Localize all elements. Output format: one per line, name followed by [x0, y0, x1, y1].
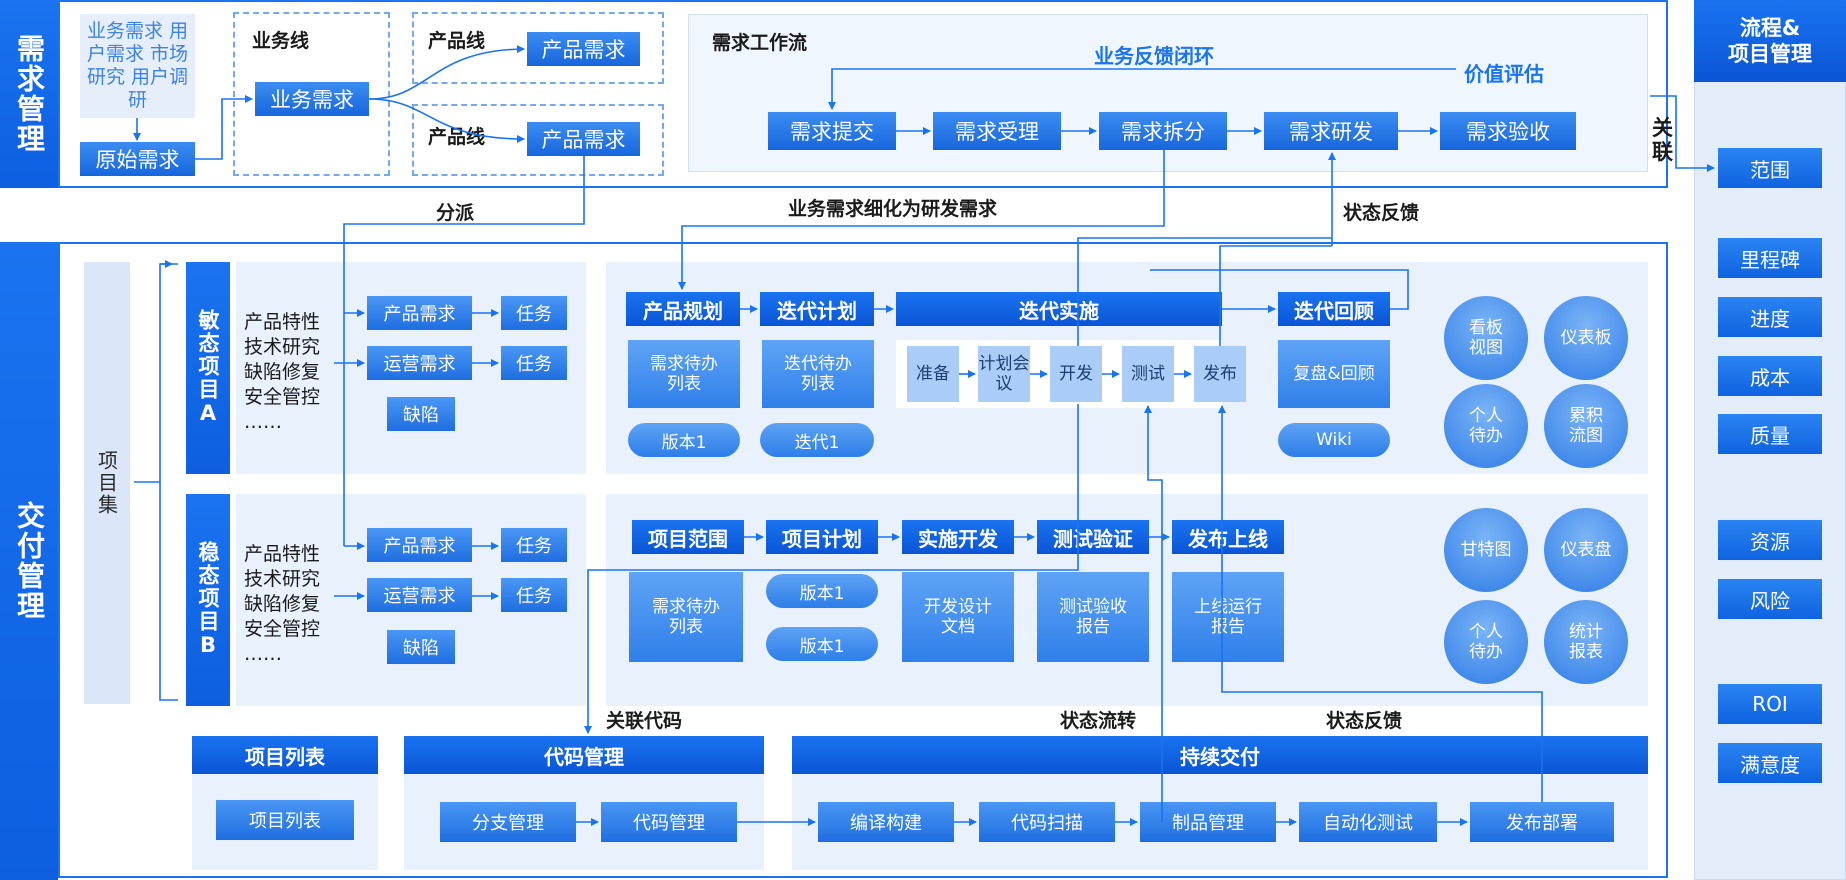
delivery-mgmt-title: 交付管理	[0, 242, 58, 880]
status-feedback-top-label: 状态反馈	[1343, 202, 1420, 224]
cd-step-autotest: 自动化测试	[1299, 802, 1437, 842]
agile-wiki-pill: Wiki	[1278, 423, 1390, 457]
agile-head-iteration-review: 迭代回顾	[1278, 292, 1390, 326]
agile-product-req: 产品需求	[367, 296, 472, 330]
raw-requirement-box: 原始需求	[80, 142, 195, 176]
link-code-label: 关联代码	[606, 710, 683, 732]
personal-todo-circle-stable: 个人 待办	[1444, 600, 1528, 684]
relation-label: 关 联	[1652, 116, 1673, 164]
stable-head-develop: 实施开发	[902, 520, 1014, 554]
kanban-view-circle: 看板 视图	[1444, 296, 1528, 380]
workflow-step-acceptance: 需求验收	[1440, 112, 1576, 150]
business-requirement-box: 业务需求	[255, 82, 369, 116]
stable-head-test: 测试验证	[1037, 520, 1149, 554]
value-evaluation-label: 价值评估	[1464, 62, 1544, 86]
business-line-label: 业务线	[252, 30, 310, 52]
cd-step-build: 编译构建	[818, 802, 954, 842]
stable-project-items: 产品特性 技术研究 缺陷修复 安全管控 ……	[244, 543, 321, 665]
dashboard-circle-agile: 仪表板	[1544, 296, 1628, 380]
stable-head-scope: 项目范围	[632, 520, 744, 554]
stable-version-pill-1: 版本1	[766, 574, 878, 608]
cd-step-artifact: 制品管理	[1140, 802, 1276, 842]
workflow-step-split: 需求拆分	[1099, 112, 1227, 150]
gantt-circle: 甘特图	[1444, 508, 1528, 592]
dashboard-circle-stable: 仪表盘	[1544, 508, 1628, 592]
project-set-box: 项目集	[84, 262, 130, 704]
statistics-report-circle: 统计 报表	[1544, 600, 1628, 684]
stage-develop: 开发	[1050, 346, 1102, 402]
agile-ops-req: 运营需求	[367, 346, 472, 380]
stage-planning-meeting: 计划会 议	[978, 346, 1030, 402]
stage-prepare: 准备	[907, 346, 959, 402]
stable-head-plan: 项目计划	[766, 520, 878, 554]
product-line-group-1	[412, 12, 664, 84]
test-acceptance-report-tile: 测试验收 报告	[1037, 572, 1149, 662]
side-item-milestone: 里程碑	[1718, 238, 1822, 278]
requirement-mgmt-title: 需求管理	[0, 0, 58, 188]
requirement-workflow-title: 需求工作流	[712, 32, 808, 54]
dev-design-doc-tile: 开发设计 文档	[902, 572, 1014, 662]
agile-version-pill: 版本1	[628, 423, 740, 457]
stable-task-1: 任务	[501, 528, 567, 562]
stable-version-pill-2: 版本1	[766, 627, 878, 661]
product-requirement-box-1: 产品需求	[527, 32, 640, 66]
side-item-quality: 质量	[1718, 414, 1822, 454]
stable-backlog-tile: 需求待办 列表	[629, 572, 743, 662]
agile-backlog-tile: 需求待办 列表	[628, 340, 740, 408]
agile-head-product-planning: 产品规划	[626, 292, 740, 326]
side-item-resource: 资源	[1718, 520, 1822, 560]
cd-step-scan: 代码扫描	[979, 802, 1115, 842]
stable-defect: 缺陷	[387, 630, 455, 664]
branch-mgmt-box: 分支管理	[440, 802, 576, 842]
cd-step-deploy: 发布部署	[1470, 802, 1614, 842]
agile-iteration-pill: 迭代1	[760, 423, 874, 457]
agile-project-title: 敏态项目A	[186, 262, 230, 474]
product-line-label-2: 产品线	[428, 126, 486, 148]
side-item-satisfaction: 满意度	[1718, 743, 1822, 783]
code-mgmt-box: 代码管理	[601, 802, 737, 842]
status-flow-label: 状态流转	[1060, 710, 1137, 732]
agile-task-2: 任务	[501, 346, 567, 380]
agile-iteration-backlog-tile: 迭代待办 列表	[762, 340, 874, 408]
project-list-item: 项目列表	[216, 800, 354, 840]
stage-test: 测试	[1122, 346, 1174, 402]
agile-defect: 缺陷	[387, 397, 455, 431]
agile-task-1: 任务	[501, 296, 567, 330]
workflow-step-develop: 需求研发	[1264, 112, 1398, 150]
product-line-label-1: 产品线	[428, 30, 486, 52]
raw-sources-box: 业务需求 用户需求 市场研究 用户调研	[80, 14, 195, 118]
workflow-step-accept: 需求受理	[933, 112, 1061, 150]
stable-ops-req: 运营需求	[367, 578, 472, 612]
agile-review-tile: 复盘&回顾	[1278, 340, 1390, 408]
side-item-progress: 进度	[1718, 297, 1822, 337]
dispatch-label: 分派	[436, 202, 475, 224]
side-item-roi: ROI	[1718, 684, 1822, 724]
business-feedback-loop-label: 业务反馈闭环	[1094, 44, 1214, 68]
cumulative-flow-circle: 累积 流图	[1544, 384, 1628, 468]
stage-release: 发布	[1194, 346, 1246, 402]
agile-project-items: 产品特性 技术研究 缺陷修复 安全管控 ……	[244, 311, 321, 433]
side-item-risk: 风险	[1718, 579, 1822, 619]
product-requirement-box-2: 产品需求	[527, 122, 640, 156]
code-mgmt-header: 代码管理	[404, 736, 764, 774]
refine-label: 业务需求细化为研发需求	[788, 198, 998, 220]
stable-product-req: 产品需求	[367, 528, 472, 562]
side-item-cost: 成本	[1718, 356, 1822, 396]
workflow-step-submit: 需求提交	[768, 112, 896, 150]
side-item-scope: 范围	[1718, 148, 1822, 188]
agile-head-iteration-plan: 迭代计划	[760, 292, 874, 326]
side-panel-title: 流程& 项目管理	[1694, 0, 1846, 82]
project-list-header: 项目列表	[192, 736, 378, 774]
release-report-tile: 上线运行 报告	[1172, 572, 1284, 662]
continuous-delivery-header: 持续交付	[792, 736, 1648, 774]
stable-task-2: 任务	[501, 578, 567, 612]
personal-todo-circle-agile: 个人 待办	[1444, 384, 1528, 468]
stable-head-release: 发布上线	[1172, 520, 1284, 554]
agile-head-iteration-impl: 迭代实施	[896, 292, 1222, 326]
status-feedback-bottom-label: 状态反馈	[1326, 710, 1403, 732]
stable-project-title: 稳态项目B	[186, 494, 230, 706]
